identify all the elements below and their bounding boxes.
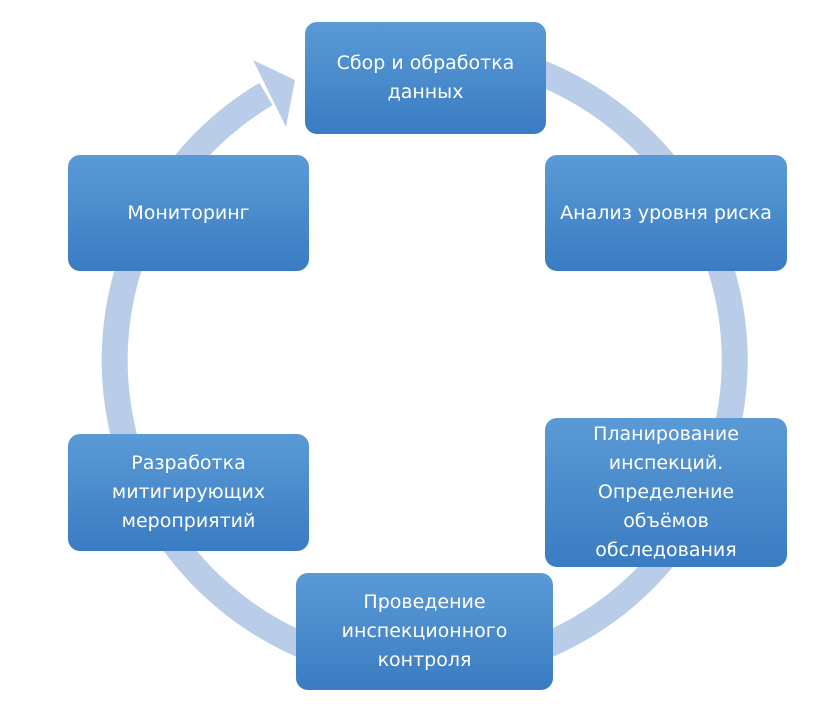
step-data-collection: Сбор и обработка данных (305, 22, 546, 134)
step-label: Анализ уровня риска (560, 201, 772, 224)
step-label: Сбор и обработка данных (336, 52, 515, 103)
step-risk-analysis: Анализ уровня риска (545, 155, 787, 271)
step-label: Мониторинг (127, 201, 250, 224)
step-monitoring: Мониторинг (68, 155, 309, 271)
step-label: Проведение инспекционного контроля (341, 591, 508, 671)
arrowhead-icon (253, 60, 295, 127)
step-label: Разработка митигирующих мероприятий (111, 452, 266, 532)
step-mitigation: Разработка митигирующих мероприятий (68, 434, 309, 551)
step-inspection-planning: Планирование инспекций. Определение объё… (545, 418, 787, 567)
step-label: Планирование инспекций. Определение объё… (593, 423, 739, 561)
step-inspection-control: Проведение инспекционного контроля (296, 573, 553, 690)
